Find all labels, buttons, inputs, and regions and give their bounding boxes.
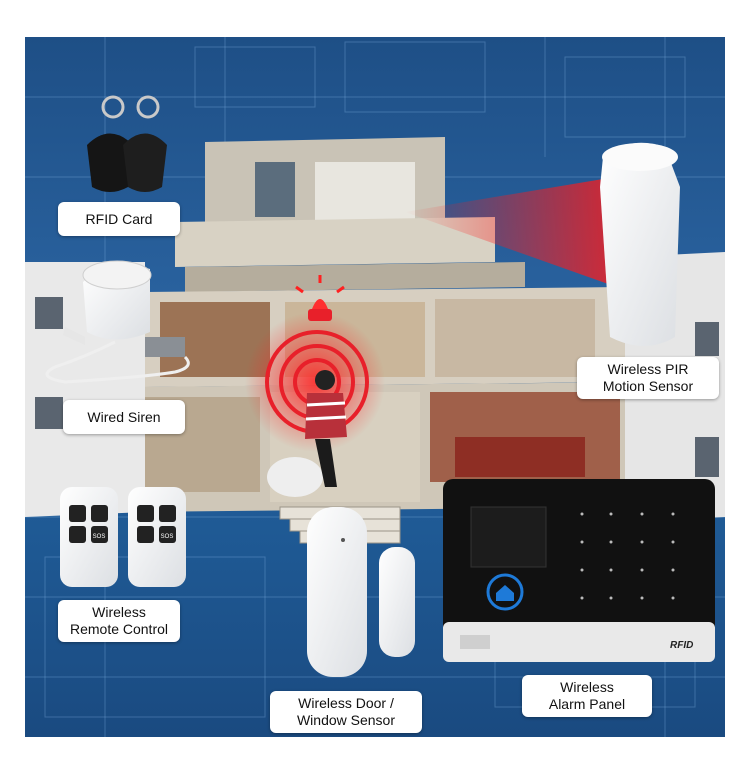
label-remote-line1: Wireless bbox=[92, 604, 146, 620]
label-remote-line2: Remote Control bbox=[69, 621, 169, 637]
label-door-line1: Wireless Door / bbox=[298, 695, 394, 711]
label-wired-siren-text: Wired Siren bbox=[87, 409, 161, 425]
wired-siren-image bbox=[45, 260, 190, 384]
label-remote-control: Wireless Remote Control bbox=[58, 600, 180, 642]
rfid-card-image bbox=[87, 95, 167, 192]
remote-sos-label-2: SOS bbox=[161, 534, 174, 540]
burglar-figure bbox=[267, 370, 347, 497]
label-panel-line1: Wireless bbox=[560, 679, 614, 695]
label-panel-line2: Alarm Panel bbox=[548, 696, 626, 712]
panel-brand-text: RFID bbox=[670, 640, 693, 651]
pir-sensor-image bbox=[600, 142, 680, 346]
label-pir-sensor: Wireless PIR Motion Sensor bbox=[577, 357, 719, 399]
door-sensor-image bbox=[307, 507, 415, 677]
beacon-icon bbox=[295, 275, 345, 321]
alarm-panel-image: RFID bbox=[443, 479, 715, 662]
label-door-line2: Window Sensor bbox=[296, 712, 396, 728]
house-illustration: SOS SOS RFID bbox=[25, 37, 725, 737]
remote-control-image: SOS SOS bbox=[60, 487, 186, 587]
remote-sos-label-1: SOS bbox=[93, 534, 106, 540]
pir-beam bbox=[405, 172, 645, 297]
label-pir-line2: Motion Sensor bbox=[602, 378, 694, 394]
label-rfid-card: RFID Card bbox=[58, 202, 180, 236]
label-pir-line1: Wireless PIR bbox=[607, 361, 689, 377]
label-door-sensor: Wireless Door / Window Sensor bbox=[270, 691, 422, 733]
scene-background: SOS SOS RFID bbox=[25, 37, 725, 737]
label-wired-siren: Wired Siren bbox=[63, 400, 185, 434]
label-alarm-panel: Wireless Alarm Panel bbox=[522, 675, 652, 717]
label-rfid-card-text: RFID Card bbox=[85, 211, 153, 227]
